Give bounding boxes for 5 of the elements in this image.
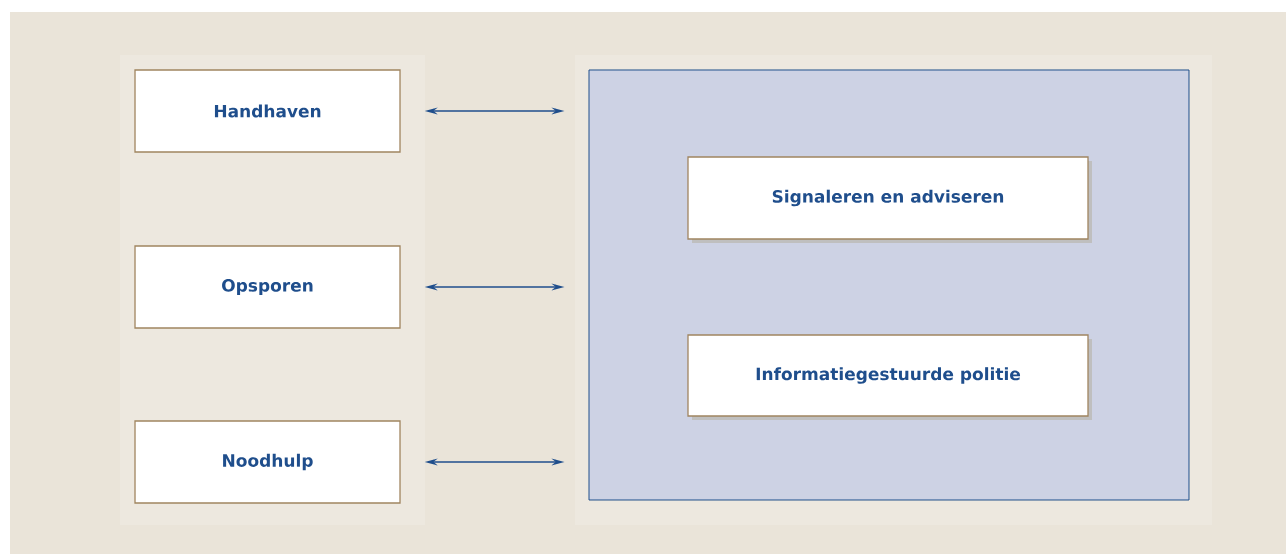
text-box: Informatiegestuurde politie	[687, 334, 1092, 420]
text-box: Handhaven	[134, 69, 401, 153]
text-box: Opsporen	[134, 245, 401, 329]
text-box: Signaleren en adviseren	[687, 156, 1092, 243]
text-box: Noodhulp	[134, 420, 401, 504]
